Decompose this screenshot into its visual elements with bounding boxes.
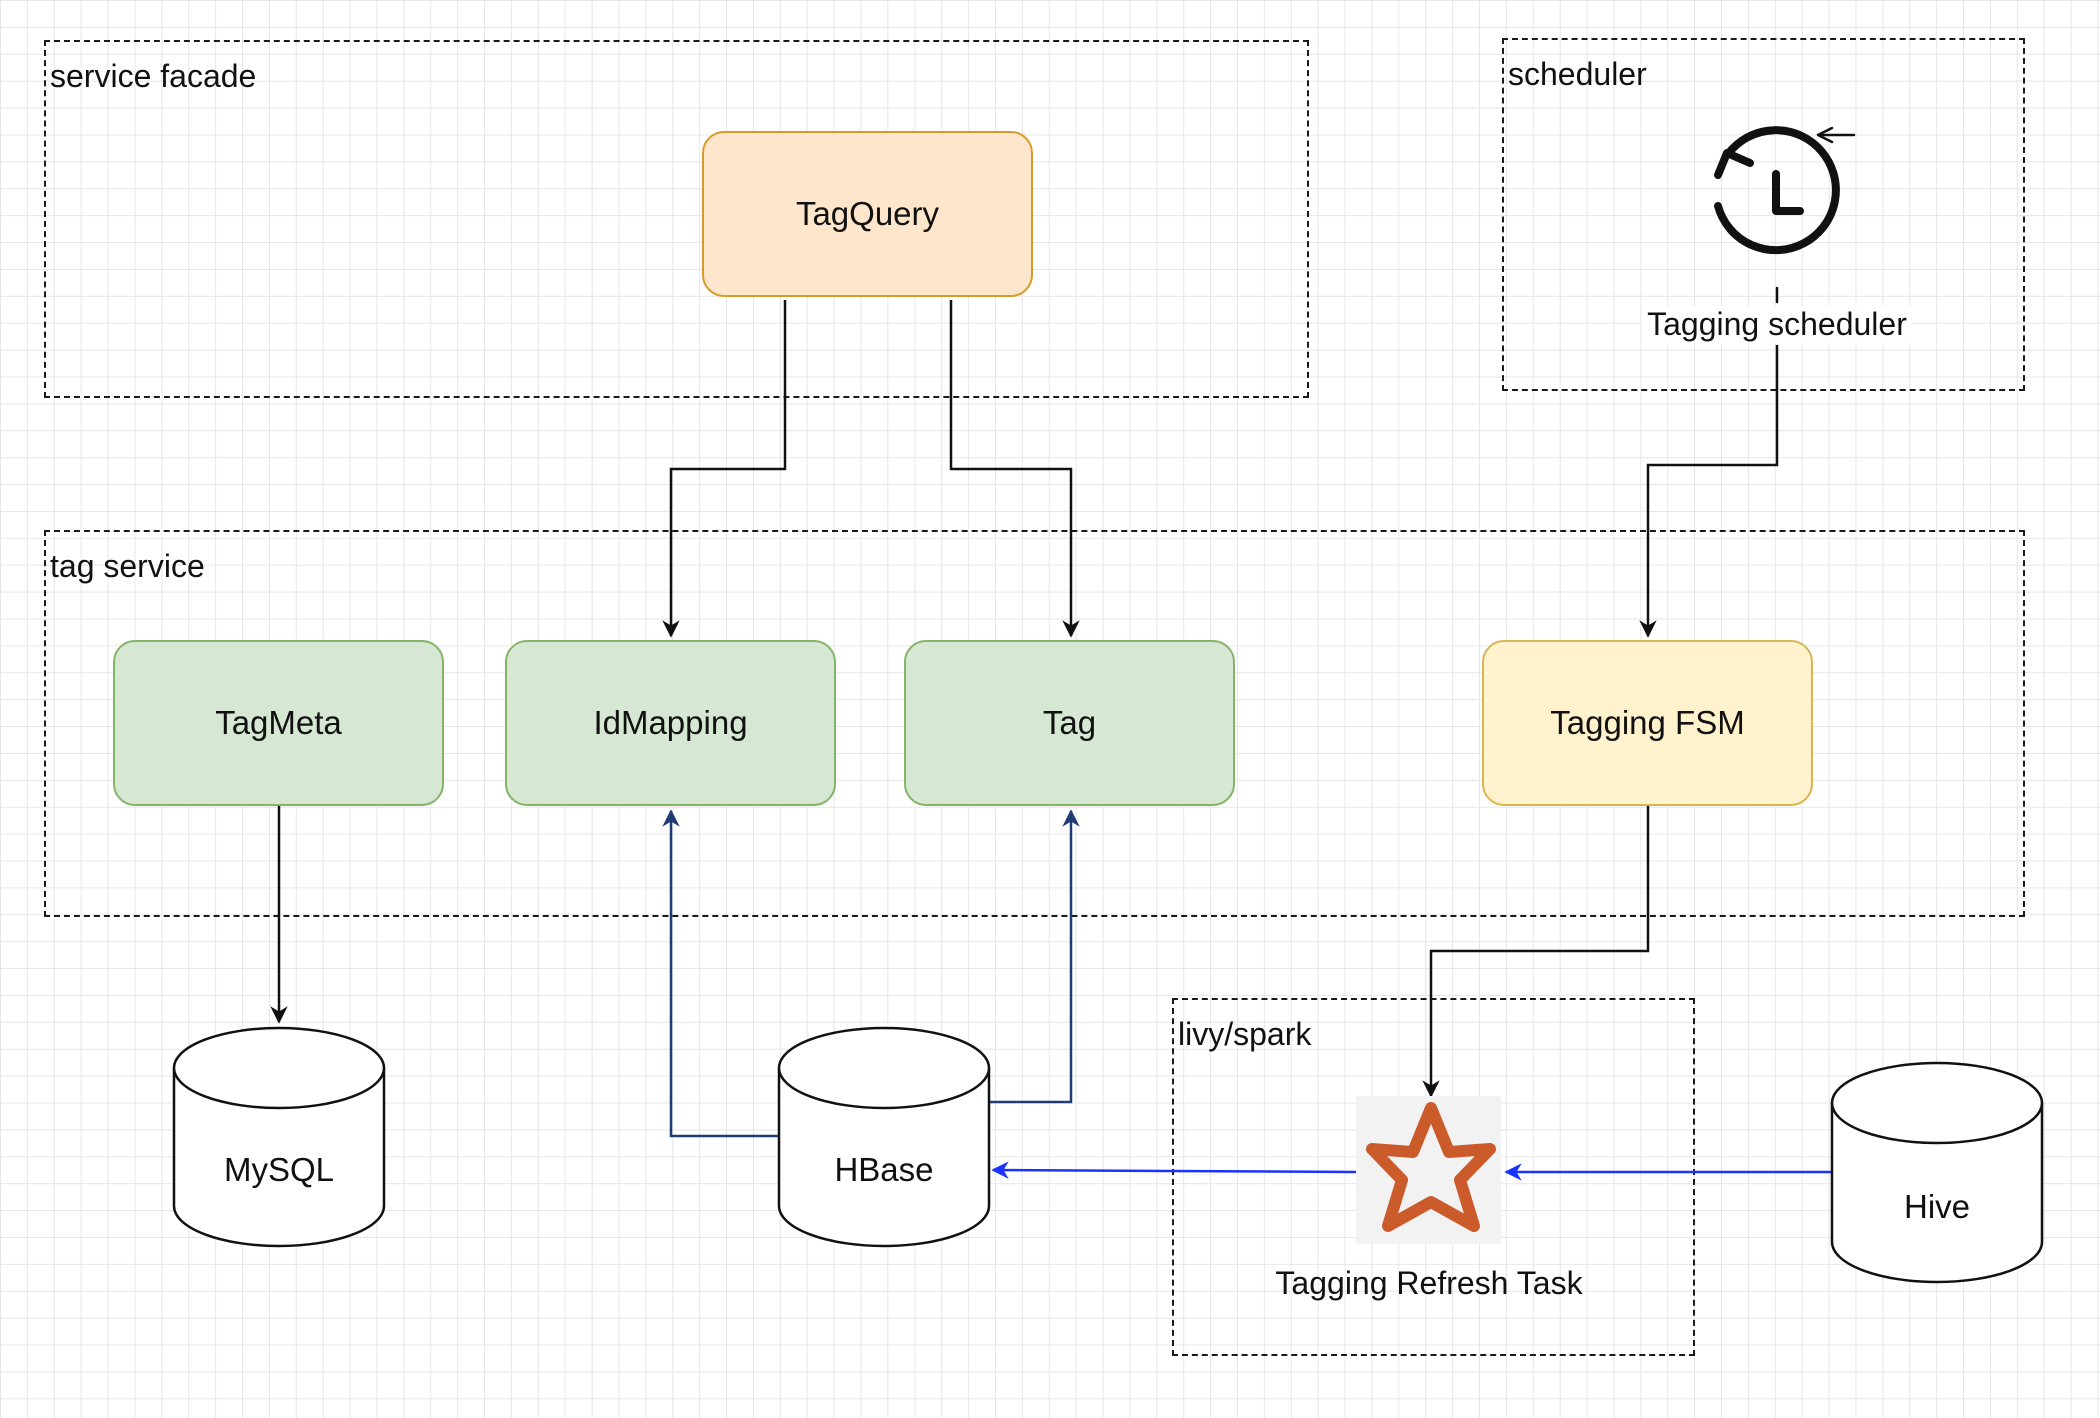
service-facade-label: service facade xyxy=(50,58,257,94)
livy-spark-group[interactable]: livy/spark xyxy=(1172,998,1695,1356)
tagmeta-node[interactable]: TagMeta xyxy=(113,640,444,806)
edge-fsm-refresh-task[interactable] xyxy=(1422,806,1650,1098)
tagquery-node[interactable]: TagQuery xyxy=(702,131,1033,297)
hbase-database[interactable] xyxy=(777,1026,991,1248)
clock-history-icon[interactable] xyxy=(1714,126,1856,304)
hive-database[interactable] xyxy=(1830,1061,2044,1284)
edge-hbase-idmapping[interactable] xyxy=(662,809,780,1138)
mysql-database[interactable] xyxy=(172,1026,386,1248)
service-facade-group[interactable]: service facade xyxy=(44,40,1309,398)
edge-hbase-tag[interactable] xyxy=(990,809,1080,1104)
edge-tagquery-idmapping[interactable] xyxy=(662,300,787,638)
tag-service-label: tag service xyxy=(50,548,205,584)
edge-tagquery-tag[interactable] xyxy=(949,300,1080,638)
livy-spark-label: livy/spark xyxy=(1178,1016,1312,1052)
idmapping-node[interactable]: IdMapping xyxy=(505,640,836,806)
scheduler-group[interactable]: scheduler xyxy=(1502,38,2025,391)
tagging-refresh-task-label: Tagging Refresh Task xyxy=(1275,1265,1583,1301)
mysql-label: MySQL xyxy=(223,1151,335,1188)
edge-refresh-task-hbase[interactable] xyxy=(991,1161,1357,1179)
edge-scheduler-fsm[interactable] xyxy=(1639,345,1779,638)
scheduler-label: scheduler xyxy=(1508,56,1647,92)
hive-label: Hive xyxy=(1903,1188,1971,1225)
tagging-fsm-node[interactable]: Tagging FSM xyxy=(1482,640,1813,806)
hbase-label: HBase xyxy=(834,1151,934,1188)
star-outline-icon[interactable] xyxy=(1356,1096,1501,1244)
tag-service-group[interactable]: tag service xyxy=(44,530,2025,917)
tagging-scheduler-label: Tagging scheduler xyxy=(1643,306,1911,343)
tag-node[interactable]: Tag xyxy=(904,640,1235,806)
